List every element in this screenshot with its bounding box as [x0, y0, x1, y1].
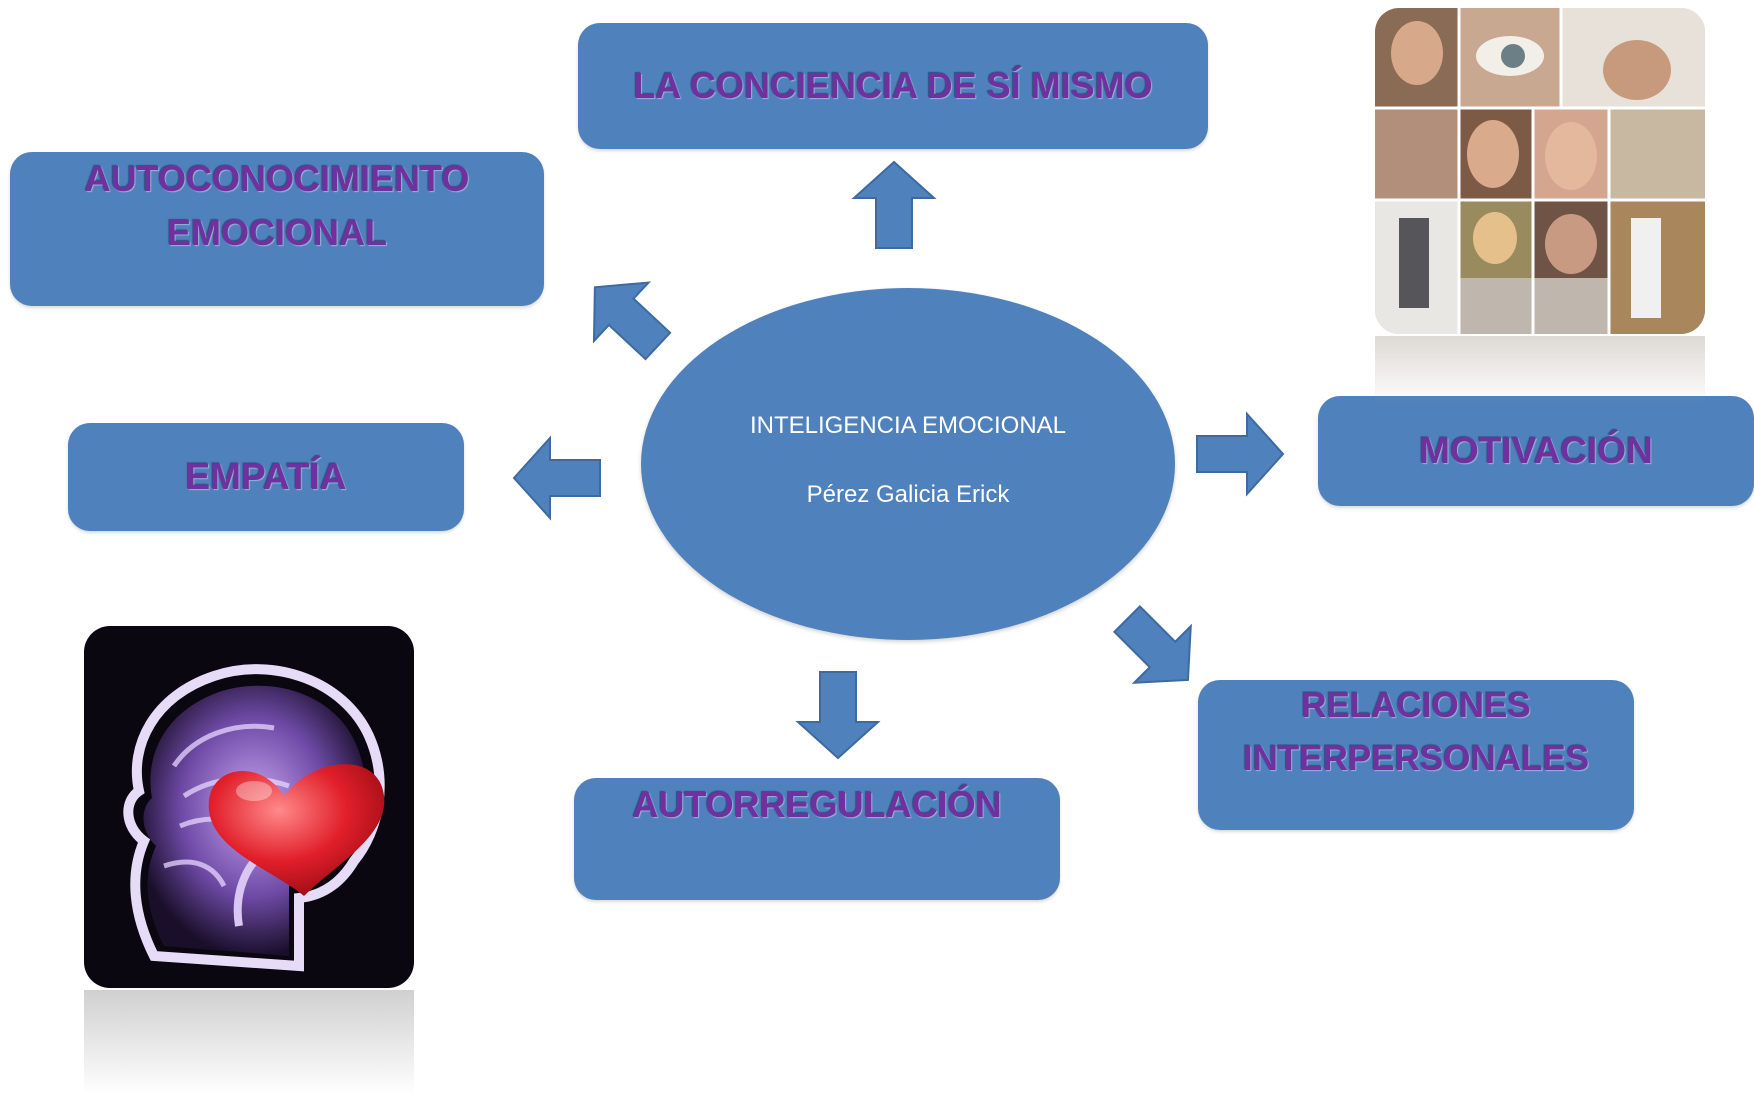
node-autorregulacion-label: AUTORREGULACIÓN	[632, 784, 1002, 825]
node-conciencia: LA CONCIENCIA DE SÍ MISMO	[578, 23, 1208, 149]
node-autorregulacion: AUTORREGULACIÓN	[574, 778, 1060, 900]
arrow-right	[1196, 413, 1284, 495]
faces-collage-reflection	[1375, 336, 1705, 406]
node-autoconocimiento-line1: AUTOCONOCIMIENTO	[84, 158, 470, 199]
node-relaciones-line2: INTERPERSONALES	[1242, 738, 1590, 778]
node-empatia: EMPATÍA	[68, 423, 464, 531]
faces-collage-image	[1375, 8, 1705, 334]
node-autoconocimiento-line2: EMOCIONAL	[167, 212, 387, 253]
faces-collage-graphic	[1375, 8, 1705, 334]
node-empatia-label: EMPATÍA	[185, 456, 347, 498]
center-title: INTELIGENCIA EMOCIONAL	[749, 412, 1067, 439]
node-relaciones: RELACIONES INTERPERSONALES	[1198, 680, 1634, 830]
arrow-left	[513, 437, 601, 519]
center-ellipse: INTELIGENCIA EMOCIONAL Pérez Galicia Eri…	[641, 288, 1175, 640]
node-motivacion-label: MOTIVACIÓN	[1419, 430, 1653, 472]
brain-heart-graphic	[123, 664, 385, 972]
brain-heart-reflection	[84, 990, 414, 1095]
node-conciencia-label: LA CONCIENCIA DE SÍ MISMO	[633, 65, 1153, 106]
brain-heart-image	[84, 626, 414, 988]
arrow-down	[797, 671, 879, 759]
arrow-up-left	[566, 257, 687, 377]
node-relaciones-line1: RELACIONES	[1301, 686, 1531, 725]
arrow-up	[853, 161, 935, 249]
arrow-down-right	[1097, 589, 1218, 710]
center-author: Pérez Galicia Erick	[806, 481, 1010, 508]
node-motivacion: MOTIVACIÓN	[1318, 396, 1754, 506]
node-autoconocimiento: AUTOCONOCIMIENTO EMOCIONAL	[10, 152, 544, 306]
